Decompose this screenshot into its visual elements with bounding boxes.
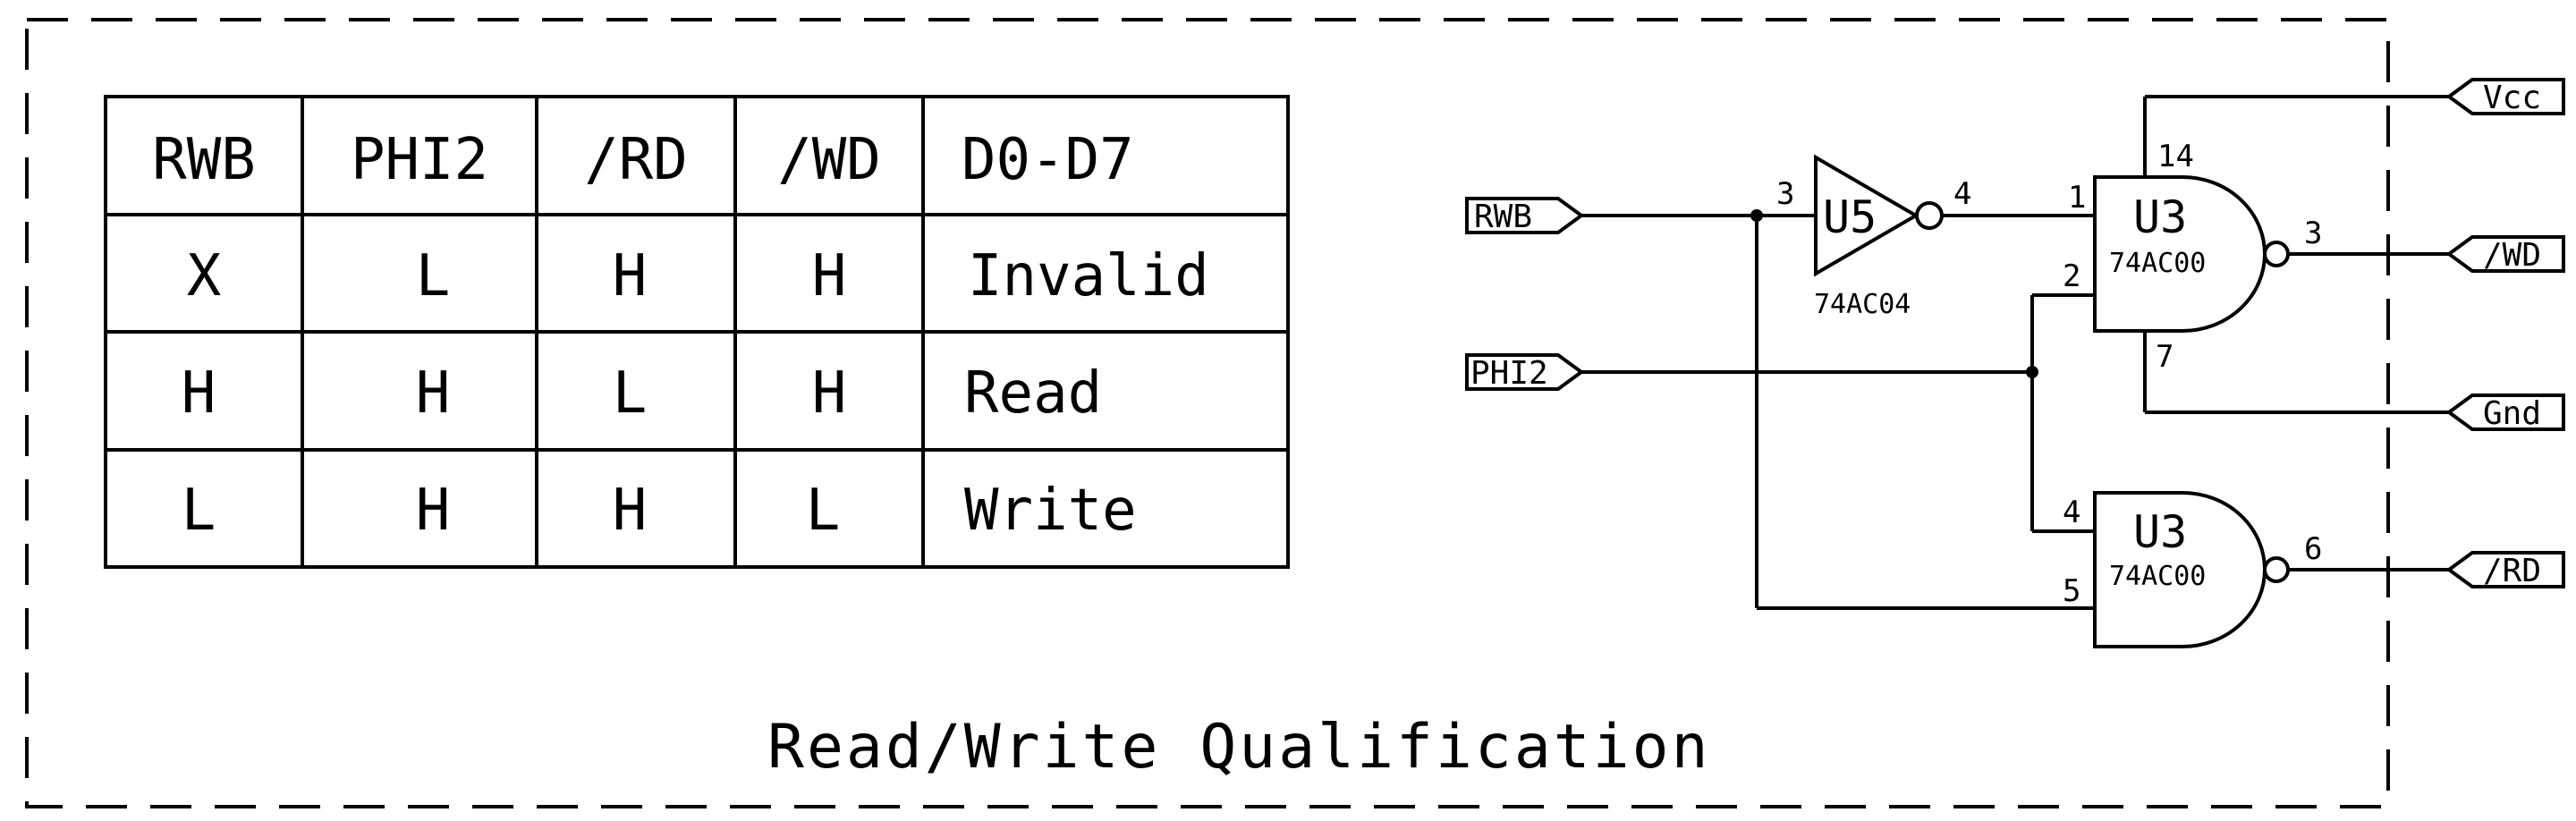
diagram-title: Read/Write Qualification <box>767 712 1711 783</box>
port-vcc-label: Vcc <box>2483 80 2541 116</box>
table-header-wd: /WD <box>777 127 881 193</box>
table-cell: Write <box>964 478 1137 544</box>
junction-dot <box>1750 209 1763 222</box>
inverter-pin-in: 3 <box>1776 176 1794 212</box>
nand-bottom-ref-label: U3 <box>2133 506 2187 558</box>
table-cell: Invalid <box>968 243 1209 309</box>
nand-bottom-pin-a: 4 <box>2063 495 2080 530</box>
port-rd-shape <box>2445 551 2565 588</box>
table-cell: H <box>613 478 648 544</box>
table-header-phi2: PHI2 <box>351 127 488 193</box>
port-rwb-label: RWB <box>1474 199 1532 235</box>
port-vcc-shape <box>2445 78 2565 115</box>
nand-top-pin-b: 2 <box>2063 258 2080 294</box>
junction-dot <box>2026 366 2038 378</box>
table-cell: H <box>416 478 451 544</box>
nand-top-ref-label: U3 <box>2133 191 2187 243</box>
table-cell: L <box>416 243 451 309</box>
inverter-part-label: 74AC04 <box>1814 289 1911 320</box>
port-rwb-shape <box>1465 197 1585 234</box>
nand-bottom-pin-out: 6 <box>2304 531 2322 567</box>
port-rd-label: /RD <box>2483 553 2541 589</box>
table-cell: H <box>613 243 648 309</box>
nand-gate-top <box>2093 175 2290 333</box>
table-header-data: D0-D7 <box>962 127 1134 193</box>
inverter-pin-out: 4 <box>1953 176 1971 212</box>
inverter-ref-label: U5 <box>1823 191 1877 243</box>
dashed-border <box>25 18 2390 808</box>
table-cell: H <box>812 243 847 309</box>
nand-bottom-part-label: 74AC00 <box>2109 561 2206 592</box>
nand-top-pin-a: 1 <box>2068 180 2086 216</box>
truth-table <box>104 95 1290 569</box>
table-cell: H <box>182 360 216 427</box>
table-cell: L <box>613 360 648 427</box>
table-cell: X <box>187 243 222 309</box>
table-cell: L <box>182 478 216 544</box>
table-cell: H <box>416 360 451 427</box>
table-cell: Read <box>964 360 1102 427</box>
inverter-u5 <box>1814 154 1944 277</box>
wires <box>1581 95 2449 610</box>
nand-bottom-pin-b: 5 <box>2063 573 2080 609</box>
port-phi2-shape <box>1465 353 1585 391</box>
nand-gate-bottom <box>2093 491 2290 648</box>
port-shapes <box>1465 78 2565 588</box>
table-header-rwb: RWB <box>152 127 256 193</box>
nand-top-pin-gnd: 7 <box>2156 339 2174 375</box>
nand-top-pin-vcc: 14 <box>2157 139 2194 174</box>
table-cell: H <box>812 360 847 427</box>
nand-top-pin-out: 3 <box>2304 216 2322 251</box>
port-phi2-label: PHI2 <box>1470 355 1548 392</box>
port-wd-shape <box>2445 235 2565 273</box>
port-gnd-shape <box>2445 394 2565 431</box>
table-cell: L <box>806 478 841 544</box>
nand-top-part-label: 74AC00 <box>2109 248 2206 279</box>
table-header-rd: /RD <box>584 127 688 193</box>
port-wd-label: /WD <box>2483 237 2541 274</box>
port-gnd-label: Gnd <box>2483 395 2541 432</box>
